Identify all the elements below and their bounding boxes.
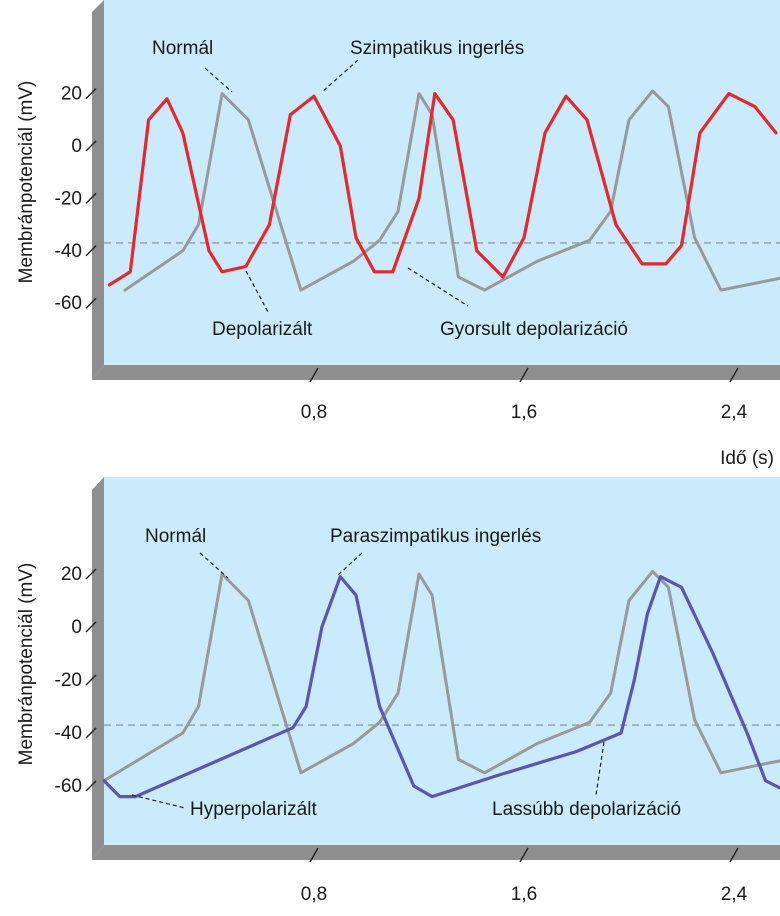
bottom-chart-y-tick-mark	[85, 780, 97, 792]
bottom-chart-x-tick-label: 0,8	[301, 884, 327, 905]
bottom-chart-annotation-normal: Normál	[145, 526, 206, 547]
top-chart-x-tick-label: 1,6	[511, 402, 537, 423]
top-chart-y-tick-mark	[85, 297, 97, 309]
top-chart-x-tick-mark	[519, 367, 529, 383]
top-chart-x-tick-mark	[729, 367, 739, 383]
top-chart-y-ticks: 20 0 -20 -40 -60	[55, 84, 97, 314]
top-chart-y-tick-label: 0	[71, 136, 82, 157]
top-chart-annotation-normal: Normál	[152, 38, 213, 59]
top-chart-x-axis-label: Idő (s)	[720, 448, 774, 469]
bottom-chart-ylabel-box	[0, 477, 62, 859]
bottom-chart-y-tick-mark	[85, 621, 97, 633]
bottom-chart-annotation-slower: Lassúbb depolarizáció	[492, 799, 681, 820]
top-chart-y-tick-label: -60	[55, 293, 82, 314]
top-chart-left-wall	[92, 0, 104, 380]
top-chart-y-axis-label: Membránpotenciál (mV)	[16, 81, 37, 284]
bottom-chart: Membránpotenciál (mV) 20 0 -20 -40 -60 0,8 1,…	[0, 477, 780, 905]
bottom-chart-y-tick-mark	[85, 568, 97, 580]
top-chart-y-tick-label: -40	[55, 241, 82, 262]
top-chart-series-modified-line	[107, 91, 778, 287]
bottom-chart-y-tick-label: -60	[55, 776, 82, 797]
top-chart-annotation-depolarized: Depolarizált	[212, 319, 313, 340]
bottom-chart-y-tick-label: 0	[71, 617, 82, 638]
bottom-chart-y-ticks: 20 0 -20 -40 -60	[55, 564, 97, 797]
bottom-chart-y-tick-mark	[85, 674, 97, 686]
top-chart-ylabel-box	[0, 0, 62, 372]
top-chart-y-tick-label: 20	[61, 84, 82, 105]
top-chart-x-tick-mark	[309, 367, 319, 383]
top-chart-x-ticks: 0,8 1,6 2,4	[301, 367, 748, 423]
top-chart-y-tick-mark	[85, 140, 97, 152]
bottom-chart-y-tick-label: -20	[55, 670, 82, 691]
top-chart-floor	[92, 365, 780, 380]
bottom-chart-y-tick-mark	[85, 727, 97, 739]
bottom-chart-series-normal-line	[102, 569, 780, 783]
bottom-chart-x-tick-mark	[309, 847, 319, 863]
top-chart-leader-lines	[204, 59, 469, 313]
bottom-chart-x-tick-mark	[729, 847, 739, 863]
top-chart-series	[107, 89, 780, 292]
bottom-chart-x-ticks: 0,8 1,6 2,4	[301, 847, 748, 905]
top-chart-series-normal-line	[123, 89, 780, 292]
top-chart-x-tick-label: 2,4	[721, 402, 748, 423]
bottom-chart-annotation-parasympathetic: Paraszimpatikus ingerlés	[330, 526, 541, 547]
top-chart-y-tick-mark	[85, 192, 97, 204]
bottom-chart-y-tick-label: -40	[55, 723, 82, 744]
top-chart-annotation-accelerated: Gyorsult depolarizáció	[440, 319, 628, 340]
bottom-chart-left-wall	[92, 477, 104, 860]
bottom-chart-y-axis-label: Membránpotenciál (mV)	[16, 563, 37, 766]
bottom-chart-y-tick-label: 20	[61, 564, 82, 585]
bottom-chart-x-tick-label: 2,4	[721, 884, 748, 905]
top-chart-x-tick-label: 0,8	[301, 402, 327, 423]
bottom-chart-x-tick-label: 1,6	[511, 884, 537, 905]
top-chart-annotation-sympathetic: Szimpatikus ingerlés	[350, 38, 524, 59]
top-chart-y-tick-label: -20	[55, 188, 82, 209]
top-chart-xlabel-box	[675, 436, 780, 476]
top-chart-y-tick-mark	[85, 245, 97, 257]
bottom-chart-floor	[92, 845, 780, 860]
bottom-chart-annotation-hyperpolarized: Hyperpolarizált	[190, 799, 317, 820]
top-chart-y-tick-mark	[85, 88, 97, 100]
bottom-chart-x-tick-mark	[519, 847, 529, 863]
bottom-chart-series-modified-line	[102, 574, 780, 799]
bottom-chart-leader-lines	[131, 552, 605, 809]
bottom-chart-series	[102, 569, 780, 799]
top-chart: Membránpotenciál (mV) 20 0 -20 -40 -60 0,8 1,…	[0, 0, 780, 476]
